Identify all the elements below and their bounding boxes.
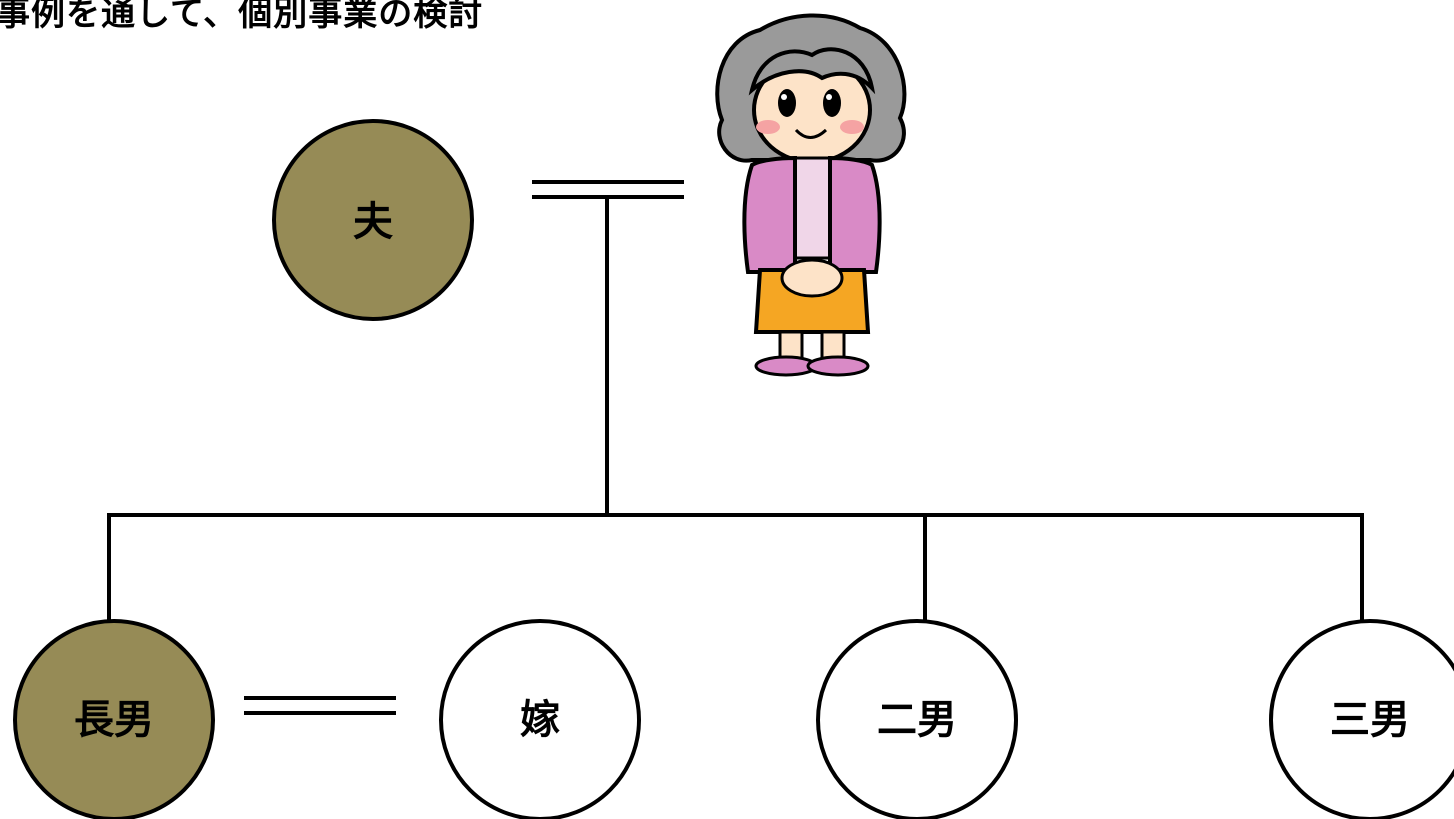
husband-node — [272, 119, 474, 321]
eldest-son-node — [13, 619, 215, 819]
daughter-in-law-label: 嫁 — [520, 697, 560, 743]
third-son-node — [1269, 619, 1454, 819]
diagram-title: 事例を通して、個別事業の検討 — [0, 0, 484, 34]
eldest-son-label: 長男 — [74, 697, 154, 743]
second-son-node — [816, 619, 1018, 819]
third-son-label: 三男 — [1330, 697, 1410, 743]
second-son-label: 二男 — [877, 697, 957, 743]
daughter-in-law-node — [439, 619, 641, 819]
marriage-line-eldest — [244, 696, 396, 715]
husband-label: 夫 — [353, 199, 393, 245]
elderly-woman-icon — [715, 13, 907, 377]
marriage-line-parents — [532, 180, 684, 199]
